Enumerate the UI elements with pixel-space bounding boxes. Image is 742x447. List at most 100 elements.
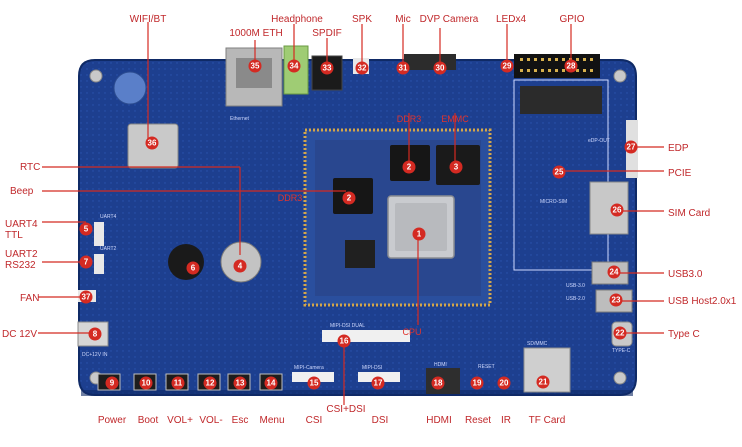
mipi-dsi-dual-connector: [322, 330, 410, 342]
callout-number: 2: [407, 163, 412, 172]
pcie-slot: [520, 86, 602, 114]
dvp-camera-connector: [404, 54, 456, 70]
callout-label-37: FAN: [20, 293, 39, 304]
callout-number: 6: [191, 264, 196, 273]
callout-label-10: Boot: [138, 415, 159, 426]
callout-label-35: 1000M ETH: [229, 28, 282, 39]
callout-label-32: SPK: [352, 14, 372, 25]
callout-marker-circle: [552, 165, 566, 179]
callout-number: 7: [84, 258, 89, 267]
callout-label-25: PCIE: [668, 168, 692, 179]
callout-marker-circle: [500, 59, 514, 73]
silk-reset: RESET: [478, 364, 495, 370]
uart2-connector: [94, 254, 104, 274]
callout-number: 36: [148, 139, 157, 148]
callout-marker-33: 33: [320, 61, 334, 75]
callout-marker-36: 36: [145, 136, 159, 150]
silk-uart2: UART2: [100, 246, 117, 252]
callout-marker-circle: [264, 376, 278, 390]
board-shadow-edge: [81, 390, 633, 396]
silk-mipi-camera: MIPI-Camera: [294, 365, 324, 371]
callout-marker-circle: [609, 293, 623, 307]
callout-marker-circle: [307, 376, 321, 390]
callout-label-14: Menu: [259, 415, 284, 426]
callout-marker-circle: [88, 327, 102, 341]
callout-label-20: IR: [501, 415, 511, 426]
callout-number: 20: [500, 379, 509, 388]
callout-marker-circle: [248, 59, 262, 73]
callout-marker-circle: [497, 376, 511, 390]
callout-marker-circle: [233, 376, 247, 390]
callout-label-2: DDR3: [278, 193, 303, 203]
silk-uart4: UART4: [100, 214, 117, 220]
callout-marker-7: 7: [79, 255, 93, 269]
pmic-chip: [345, 240, 375, 268]
callout-number: 17: [374, 379, 383, 388]
callout-marker-2: 2: [342, 191, 356, 205]
callout-marker-22: 22: [613, 326, 627, 340]
callout-marker-28: 28: [564, 59, 578, 73]
callout-marker-circle: [337, 334, 351, 348]
callout-number: 33: [323, 64, 332, 73]
silk-micro-sim: MICRO-SIM: [540, 199, 567, 205]
callout-marker-19: 19: [470, 376, 484, 390]
silk-mipi-dsi: MIPI-DSI: [362, 365, 382, 371]
callout-label-29: LEDx4: [496, 14, 526, 25]
callout-marker-10: 10: [139, 376, 153, 390]
silk-dc-in: DC+12V IN: [82, 352, 108, 358]
callout-marker-32: 32: [355, 61, 369, 75]
callout-number: 11: [174, 379, 183, 388]
buzzer: [168, 244, 204, 280]
silk-mipi-dsi-dual: MIPI-DSI DUAL: [330, 323, 365, 329]
callout-marker-37: 37: [79, 290, 93, 304]
callout-number: 13: [236, 379, 245, 388]
callout-number: 10: [142, 379, 151, 388]
callout-marker-11: 11: [171, 376, 185, 390]
callout-label-26: SIM Card: [668, 208, 710, 219]
callout-label-12: VOL-: [199, 415, 222, 426]
callout-marker-20: 20: [497, 376, 511, 390]
callout-number: 32: [358, 64, 367, 73]
callout-marker-circle: [449, 160, 463, 174]
callout-label-24: USB3.0: [668, 269, 703, 280]
callout-number: 8: [93, 330, 98, 339]
callout-label-13: Esc: [232, 415, 249, 426]
callout-marker-circle: [342, 191, 356, 205]
callout-number: 25: [555, 168, 564, 177]
callout-number: 37: [82, 293, 91, 302]
callout-label-1: CPU: [402, 327, 421, 337]
callout-label-15: CSI: [306, 415, 323, 426]
callout-marker-30: 30: [433, 61, 447, 75]
callout-label-23: USB Host2.0x1: [668, 296, 737, 307]
callout-marker-16: 16: [337, 334, 351, 348]
callout-marker-circle: [355, 61, 369, 75]
callout-marker-5: 5: [79, 222, 93, 236]
silk-ethernet: Ethernet: [230, 116, 250, 122]
callout-marker-circle: [105, 376, 119, 390]
callout-label-3: EMMC: [441, 114, 469, 124]
callout-marker-24: 24: [607, 265, 621, 279]
callout-marker-34: 34: [287, 59, 301, 73]
callout-label-17: DSI: [372, 415, 389, 426]
callout-number: 14: [267, 379, 276, 388]
callout-number: 4: [238, 262, 243, 271]
callout-marker-4: 4: [233, 259, 247, 273]
callout-number: 27: [627, 143, 636, 152]
callout-label-6: Beep: [10, 186, 34, 197]
callout-number: 23: [612, 296, 621, 305]
callout-label-36: WIFI/BT: [130, 14, 167, 25]
callout-number: 29: [503, 62, 512, 71]
callout-marker-circle: [186, 261, 200, 275]
silk-edp: eDP-OUT: [588, 138, 610, 144]
silk-type-c: TYPE-C: [612, 348, 631, 354]
callout-label-27: EDP: [668, 143, 689, 154]
callout-label-22: Type C: [668, 329, 700, 340]
callout-label-31: Mic: [395, 14, 411, 25]
callout-label-2: DDR3: [397, 114, 422, 124]
callout-marker-circle: [470, 376, 484, 390]
callout-number: 24: [610, 268, 619, 277]
callout-marker-1: 1: [412, 227, 426, 241]
callout-marker-25: 25: [552, 165, 566, 179]
